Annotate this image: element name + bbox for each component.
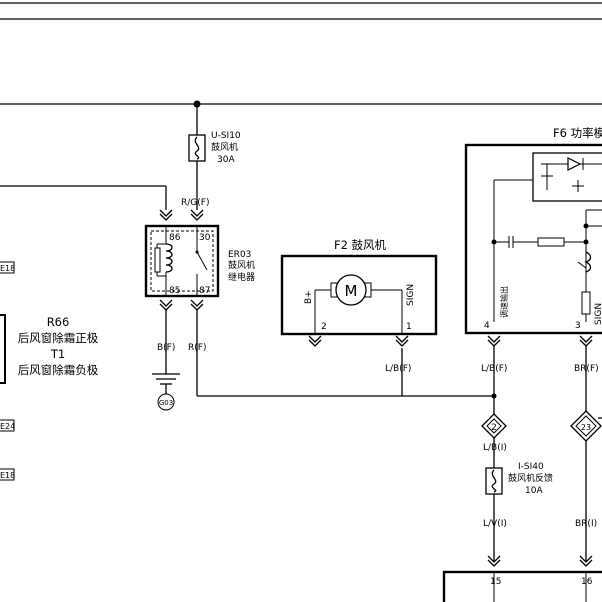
module-sign-label: SIGN [594, 303, 602, 325]
r66-positive: 后风窗除霜正极 [18, 331, 99, 345]
pin-bplus-label: B+ [304, 290, 314, 304]
r66-t1: T1 [50, 347, 65, 361]
ground-label: G03 [159, 399, 173, 407]
connector-pin-16: 16 [581, 577, 593, 587]
fuse-main-name: 鼓风机 [211, 141, 238, 153]
left-tag-2: E24 [0, 422, 15, 431]
power-module-title: F6 功率模 [553, 126, 602, 140]
bottom-connector: 15 16 [442, 570, 602, 602]
relay-id: ER03 [228, 250, 251, 260]
output-label: 调速输出 [499, 286, 509, 318]
module-output-wire: L/B(F) BR(F) [402, 346, 599, 417]
relay-name-2: 继电器 [228, 271, 255, 283]
relay-er03: 86 30 85 87 ER03 鼓风机 继电器 [144, 209, 255, 311]
left-tags: E18 E24 E18 [0, 261, 15, 481]
connector-pin-15: 15 [490, 577, 501, 587]
fuse-u-si10: U-SI10 鼓风机 30A [188, 131, 241, 165]
rear-defrost-r66: R66 后风窗除霜正极 T1 后风窗除霜负极 [0, 314, 99, 384]
left-tag-3: E18 [0, 471, 15, 480]
pin-sign-label: SIGN [406, 284, 416, 306]
fuse-feedback-name: 鼓风机反馈 [508, 472, 553, 484]
splice-23-label: 23 [581, 423, 591, 432]
fuse-main-rating: 30A [217, 155, 235, 165]
pin-sign-num: 1 [406, 322, 412, 332]
splice-23: 23 [570, 410, 602, 442]
power-module-f6: F6 功率模 调速输出 SIGN 4 3 [464, 126, 602, 347]
fuse-main-id: U-SI10 [211, 131, 241, 141]
ground-branch: G03 B(F) [152, 310, 180, 411]
splice-2: 2 [481, 413, 507, 439]
wire-label-rg: R/G(F) [181, 198, 209, 208]
relay-name-1: 鼓风机 [228, 259, 255, 271]
wire-label-lb-module: L/B(F) [481, 364, 507, 374]
relay-pin-87: 87 [199, 286, 210, 296]
module-pin-4: 4 [484, 321, 490, 331]
relay-feed-wire [0, 185, 167, 210]
motor-symbol: M [345, 282, 358, 300]
r66-negative: 后风窗除霜负极 [18, 363, 99, 377]
left-tag-1: E18 [0, 264, 15, 273]
wire-label-lvi: L/V(I) [483, 519, 507, 529]
blower-title: F2 鼓风机 [334, 238, 387, 252]
feedback-wire: L/B(I) I-SI40 鼓风机反馈 10A L/V(I) BR(I) [483, 438, 597, 567]
wire-label-bf: B(F) [157, 343, 175, 353]
wire-label-lbi: L/B(I) [483, 443, 507, 453]
wire-label-lb-blower: L/B(F) [385, 364, 411, 374]
relay-to-blower-wire: R(F) L/B(F) [188, 310, 411, 397]
wire-label-rf: R(F) [188, 343, 206, 353]
r66-id: R66 [47, 315, 70, 329]
fuse-feedback-id: I-SI40 [518, 462, 544, 472]
relay-pin-86: 86 [169, 233, 181, 243]
splice-2-label: 2 [491, 423, 497, 433]
pin-bplus-num: 2 [321, 322, 327, 332]
wire-label-bri: BR(I) [575, 519, 597, 529]
fuse-feedback-rating: 10A [525, 486, 543, 496]
wire-label-br: BR(F) [574, 364, 599, 374]
top-border [0, 2, 602, 20]
blower-f2: F2 鼓风机 M B+ SIGN 2 1 [280, 238, 438, 347]
ground-symbol [157, 393, 175, 411]
relay-pin-85: 85 [169, 286, 180, 296]
relay-pin-30: 30 [199, 233, 211, 243]
module-pin-3: 3 [575, 321, 581, 331]
